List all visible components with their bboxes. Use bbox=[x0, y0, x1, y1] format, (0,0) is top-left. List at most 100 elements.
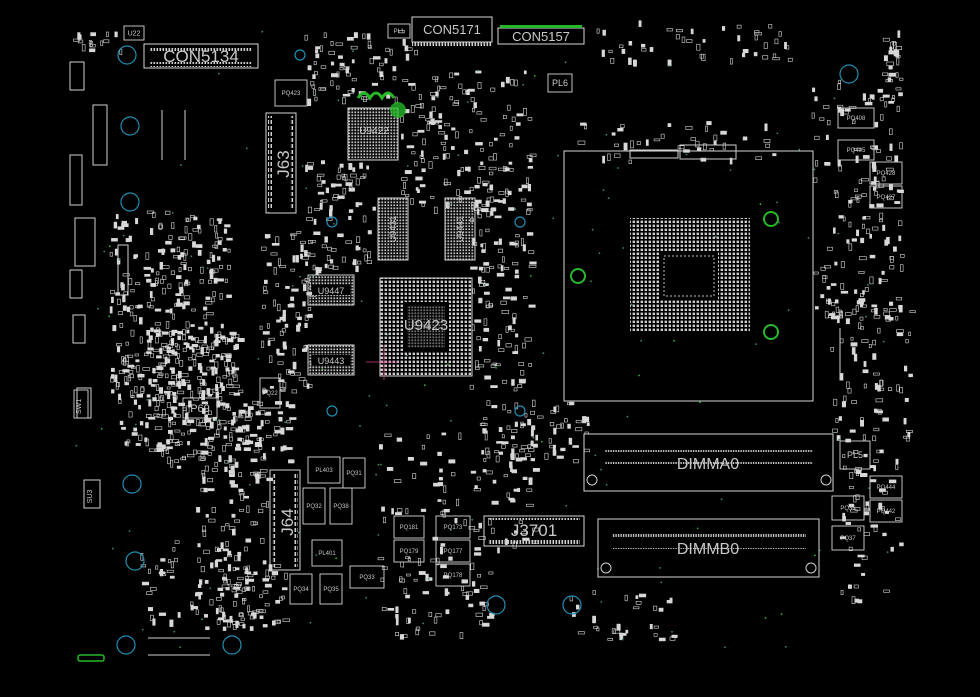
via-18 bbox=[865, 315, 867, 318]
smd-pad-551 bbox=[218, 569, 225, 573]
smd-pad-201 bbox=[111, 367, 115, 372]
smd-pad-1067 bbox=[518, 378, 526, 383]
smd-pad-1577 bbox=[905, 435, 910, 442]
smd-pad-1188 bbox=[485, 470, 493, 475]
smd-pad-1504 bbox=[855, 194, 862, 199]
smd-pad-1787 bbox=[238, 409, 242, 415]
pq34-outline bbox=[289, 573, 313, 605]
smd-pad-1687 bbox=[277, 352, 285, 356]
smd-pad-764 bbox=[348, 209, 354, 213]
smd-pad-72 bbox=[211, 297, 215, 303]
via-6 bbox=[776, 201, 778, 204]
smd-pad-1546 bbox=[873, 372, 880, 376]
smd-pad-1089 bbox=[500, 300, 507, 305]
smd-pad-109 bbox=[121, 223, 129, 228]
smd-pad-258 bbox=[149, 291, 153, 298]
smd-pad-1182 bbox=[532, 467, 540, 472]
smd-pad-1783 bbox=[243, 447, 251, 452]
smd-pad-1885 bbox=[625, 629, 629, 634]
smd-pad-1851 bbox=[232, 567, 237, 571]
smd-pad-958 bbox=[401, 190, 405, 195]
smd-pad-1224 bbox=[456, 498, 459, 507]
smd-pad-594 bbox=[204, 465, 209, 472]
smd-pad-782 bbox=[330, 183, 336, 188]
via-23 bbox=[621, 638, 624, 641]
smd-pad-1079 bbox=[510, 296, 517, 301]
smd-pad-631 bbox=[282, 618, 290, 623]
smd-pad-606 bbox=[239, 508, 244, 512]
smd-pad-125 bbox=[162, 275, 167, 280]
smd-pad-1050 bbox=[482, 243, 486, 250]
smd-pad-950 bbox=[509, 168, 514, 172]
smd-pad-1531 bbox=[904, 397, 909, 402]
smd-pad-1614 bbox=[849, 471, 854, 479]
smd-pad-242 bbox=[197, 244, 203, 248]
smd-pad-1763 bbox=[298, 377, 306, 381]
smd-pad-144 bbox=[121, 283, 125, 291]
smd-pad-133 bbox=[152, 397, 157, 402]
smd-pad-1923 bbox=[895, 55, 901, 58]
smd-pad-390 bbox=[220, 402, 226, 406]
smd-pad-793 bbox=[321, 180, 326, 184]
smd-pad-1554 bbox=[862, 434, 866, 441]
smd-pad-1401 bbox=[814, 306, 819, 310]
smd-pad-1869 bbox=[148, 607, 154, 612]
smd-pad-1883 bbox=[653, 605, 658, 611]
smd-pad-1032 bbox=[483, 262, 490, 266]
smd-pad-922 bbox=[452, 102, 459, 106]
smd-pad-1232 bbox=[439, 546, 444, 555]
smd-pad-1298 bbox=[407, 557, 411, 562]
smd-pad-453 bbox=[237, 437, 243, 442]
smd-pad-239 bbox=[161, 343, 168, 347]
smd-pad-655 bbox=[281, 595, 285, 600]
via-72 bbox=[352, 50, 354, 53]
smd-pad-1770 bbox=[300, 253, 303, 259]
smd-pad-1877 bbox=[150, 586, 157, 591]
smd-pad-1416 bbox=[858, 256, 867, 261]
smd-pad-294 bbox=[217, 424, 222, 430]
smd-pad-425 bbox=[209, 388, 214, 396]
smd-pad-856 bbox=[411, 151, 416, 155]
smd-pad-1558 bbox=[847, 388, 852, 394]
smd-pad-1260 bbox=[413, 578, 418, 582]
smd-pad-1658 bbox=[753, 52, 758, 57]
smd-pad-990 bbox=[481, 208, 489, 213]
smd-pad-780 bbox=[350, 173, 357, 178]
smd-pad-608 bbox=[200, 487, 208, 492]
smd-pad-1565 bbox=[896, 332, 904, 337]
smd-pad-1831 bbox=[141, 581, 149, 586]
smd-pad-221 bbox=[198, 228, 202, 234]
smd-pad-681 bbox=[372, 56, 381, 60]
smd-pad-896 bbox=[473, 102, 477, 109]
smd-pad-1711 bbox=[284, 323, 289, 328]
smd-pad-837 bbox=[474, 185, 480, 189]
via-111 bbox=[375, 473, 377, 476]
smd-pad-160 bbox=[131, 365, 136, 369]
smd-pad-1533 bbox=[873, 427, 880, 432]
smd-pad-1330 bbox=[685, 126, 693, 130]
smd-pad-1118 bbox=[507, 409, 512, 414]
smd-pad-1104 bbox=[491, 404, 498, 409]
smd-pad-1398 bbox=[811, 112, 815, 119]
smd-pad-1788 bbox=[250, 458, 258, 463]
smd-pad-872 bbox=[421, 203, 425, 207]
smd-pad-1110 bbox=[586, 422, 590, 427]
smd-pad-1106 bbox=[495, 455, 500, 463]
smd-pad-762 bbox=[320, 160, 325, 165]
smd-pad-1027 bbox=[475, 366, 480, 370]
smd-pad-1274 bbox=[406, 573, 411, 577]
smd-pad-672 bbox=[256, 609, 264, 613]
smd-pad-1420 bbox=[859, 293, 864, 298]
via-121 bbox=[385, 404, 388, 407]
smd-pad-1025 bbox=[518, 362, 524, 366]
smd-pad-708 bbox=[336, 71, 340, 78]
smd-pad-1677 bbox=[772, 53, 777, 58]
smd-pad-1622 bbox=[881, 506, 885, 512]
smd-pad-1946 bbox=[89, 48, 96, 53]
smd-pad-1120 bbox=[582, 416, 587, 424]
smd-pad-610 bbox=[220, 525, 225, 532]
smd-pad-1692 bbox=[273, 266, 277, 275]
smd-pad-1867 bbox=[236, 589, 243, 594]
smd-pad-168 bbox=[159, 261, 163, 270]
smd-pad-662 bbox=[249, 615, 256, 620]
